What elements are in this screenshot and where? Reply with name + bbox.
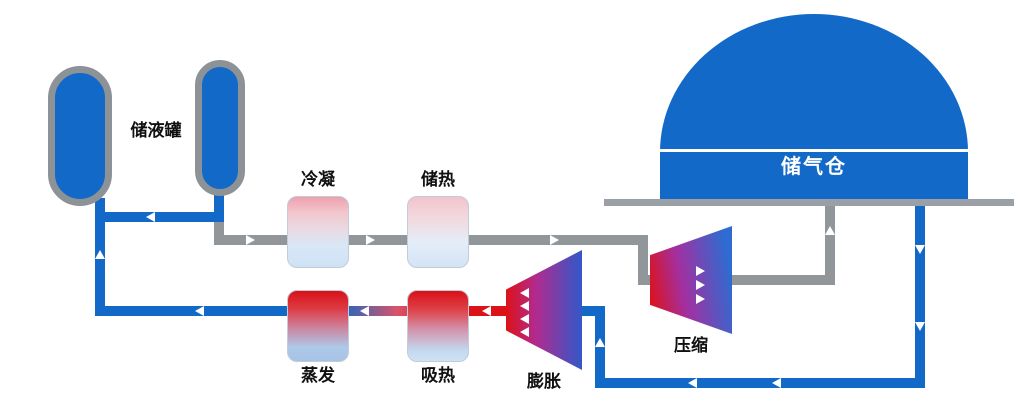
flow-arrow-icon	[772, 378, 781, 388]
pipe-dome-downcomer	[915, 203, 925, 388]
gas-dome-base	[660, 149, 968, 206]
flow-arrow-icon	[246, 235, 255, 245]
label-evaporate: 蒸发	[301, 366, 335, 385]
pipe-gray-dome-riser	[825, 203, 835, 285]
flow-arrow-icon	[688, 378, 697, 388]
label-expand: 膨胀	[527, 372, 561, 391]
flow-arrow-icon	[825, 226, 835, 235]
label-condense: 冷凝	[301, 170, 335, 189]
liquid-tank-right	[195, 60, 245, 196]
label-compress: 压缩	[674, 336, 708, 355]
flow-arrow-icon	[482, 306, 491, 316]
ground-line	[604, 199, 1014, 206]
flow-arrow-icon	[595, 338, 605, 347]
label-gas-store: 储气仓	[781, 156, 847, 178]
flow-arrow-icon	[360, 306, 369, 316]
evaporator-box	[287, 290, 349, 362]
pipe-tank-connect	[95, 212, 224, 222]
pipe-expander-riser	[595, 306, 605, 388]
compressor-flow-arrow-icon	[696, 294, 705, 304]
label-heat-absorb: 吸热	[421, 366, 455, 385]
expander-flow-arrow-icon	[520, 301, 529, 311]
pipe-gray-right-tank-drop	[214, 220, 224, 245]
compressor-flow-arrow-icon	[696, 266, 705, 276]
flow-arrow-icon	[146, 212, 155, 222]
pipe-gray-compressor-out	[722, 275, 835, 285]
heat-absorber-box	[407, 290, 469, 362]
expander-flow-arrow-icon	[520, 288, 529, 298]
flow-arrow-icon	[915, 245, 925, 254]
pipe-expander-connector	[575, 306, 605, 316]
flow-arrow-icon	[195, 306, 204, 316]
pipe-gray-compressor-in-vertical	[638, 235, 648, 285]
heat-storage-box	[407, 196, 469, 268]
expander-flow-arrow-icon	[520, 327, 529, 337]
condenser-box	[287, 196, 349, 268]
expander-flow-arrow-icon	[520, 314, 529, 324]
pipe-right-tank-outlet	[214, 190, 224, 222]
flow-arrow-icon	[95, 250, 105, 259]
flow-arrow-icon	[366, 235, 375, 245]
expander-turbine	[506, 250, 582, 370]
compressor-flow-arrow-icon	[696, 280, 705, 290]
gas-dome-cap	[660, 14, 968, 152]
flow-arrow-icon	[550, 235, 559, 245]
compressor-turbine	[650, 226, 732, 334]
label-heat-store: 储热	[421, 170, 455, 189]
liquid-tank-left	[48, 66, 112, 206]
label-liquid-tank: 储液罐	[130, 121, 182, 140]
flow-arrow-icon	[915, 322, 925, 331]
pipe-bottom-return	[595, 378, 925, 388]
